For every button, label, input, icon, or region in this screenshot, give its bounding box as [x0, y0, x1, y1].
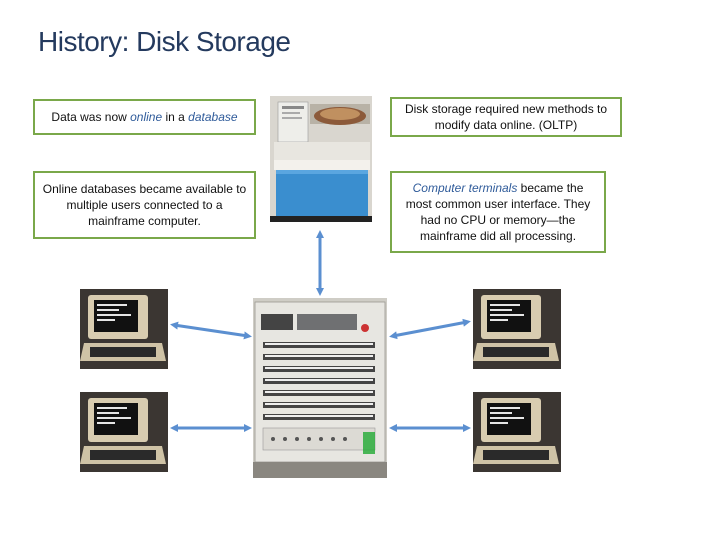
- callout-text: Disk storage required new methods to mod…: [404, 102, 608, 132]
- multi-user-callout: Online databases became available to mul…: [33, 171, 256, 239]
- callout-text: Computer terminals became the most commo…: [405, 181, 591, 243]
- terminal-image-bottom-right: [473, 392, 561, 472]
- arrow-terminal-top-right: [389, 318, 471, 340]
- slide-title: History: Disk Storage: [38, 26, 291, 57]
- terminal-image-top-left: [80, 289, 168, 369]
- arrow-terminal-top-left: [170, 321, 252, 340]
- callout-text: Online databases became available to mul…: [42, 182, 247, 228]
- callout-text: Data was now online in a database: [51, 110, 238, 124]
- disk-drive-image: [270, 96, 372, 222]
- online-database-callout: Data was now online in a database: [33, 99, 256, 135]
- terminals-callout: Computer terminals became the most commo…: [390, 171, 606, 253]
- oltp-callout: Disk storage required new methods to mod…: [390, 97, 622, 137]
- terminal-image-bottom-left: [80, 392, 168, 472]
- mainframe-console-image: [253, 298, 387, 478]
- terminal-image-top-right: [473, 289, 561, 369]
